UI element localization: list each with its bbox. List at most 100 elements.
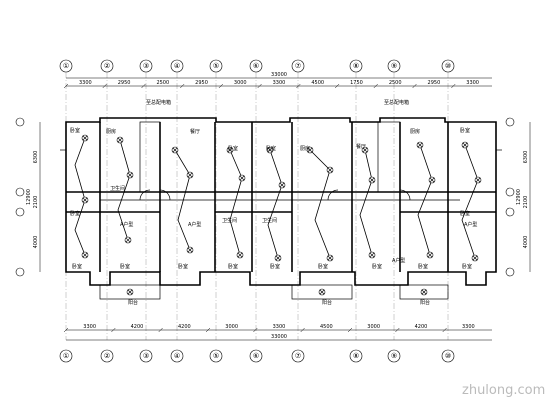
room-label: 卧室 [178,263,188,270]
side-dimension-value: 4000 [523,236,529,249]
ceiling-light-icon [226,146,234,154]
axis-bubble [291,59,305,73]
room-label: 卧室 [460,210,470,217]
axis-label: ② [104,62,110,70]
side-dimension-value: 6300 [523,151,529,164]
side-dimension-value: 2100 [33,196,39,209]
dimension-tick [300,327,305,333]
axis-bubble [387,349,401,363]
dimension-tick [102,83,107,89]
ceiling-light-icon [126,171,134,179]
ceiling-light-icon [116,136,124,144]
dimension-value: 3300 [466,80,479,86]
ceiling-light-icon [171,146,179,154]
room-label: 厨房 [300,145,310,152]
ceiling-light-icon [278,181,286,189]
ceiling-light-icon [426,251,434,259]
room-label: 阳台 [420,299,430,306]
dimension-tick [373,83,378,89]
room-labels: 卧室卧室卧室厨房卫生间卧室卧室餐厅卧室卧室卫生间卫生间卧室卧室厨房卧室餐厅卧室厨… [70,99,477,306]
side-axis-bubble [15,207,25,217]
axis-bubble [249,349,263,363]
room-label: 卫生间 [262,217,277,224]
ceiling-light-icon [368,176,376,184]
axis-bubble [209,59,223,73]
dimension-tick [296,83,301,89]
axis-label: ④ [174,352,180,360]
axis-bubble [249,59,263,73]
ceiling-light-icon [474,176,482,184]
axis-label: ① [63,62,69,70]
axis-label: ⑥ [253,352,259,360]
room-label: 卧室 [418,263,428,270]
axis-bubble [349,59,363,73]
ceiling-light-icon [124,236,132,244]
room-label: 卧室 [266,145,276,152]
dimension-tick [218,83,224,89]
room-label: 卫生间 [222,217,237,224]
ceiling-light-icon [428,176,436,184]
room-label: 卧室 [120,263,130,270]
side-dimension-total: 12900 [26,189,32,205]
room-label: 至总配电箱 [384,99,409,106]
axis-bubble [59,59,73,73]
side-axis-bubble [15,117,25,127]
dimension-tick [63,83,69,89]
axis-bubble [387,59,401,73]
dimension-value: 3000 [225,324,238,330]
room-label: 卧室 [70,210,80,217]
room-label: 阳台 [128,299,138,306]
dimension-value: 4200 [178,324,191,330]
axis-label: ① [63,352,69,360]
axis-bubble [291,349,305,363]
dimension-value: 3000 [367,324,380,330]
ceiling-light-icon [236,251,244,259]
axis-label: ⑨ [391,62,397,70]
ceiling-light-icon [326,254,334,262]
room-label: 卧室 [228,145,238,152]
room-label: A户型 [120,221,133,228]
room-label: A户型 [188,221,201,228]
dimension-value: 1750 [350,80,363,86]
ceiling-light-icon [326,166,334,174]
dimension-value: 4200 [415,324,428,330]
room-label: 厨房 [410,128,420,135]
axis-grid-lines [65,72,449,340]
room-label: 阳台 [322,299,332,306]
dimension-tick [347,327,353,333]
room-label: 餐厅 [356,143,366,150]
side-axis-bubble [505,117,515,127]
ceiling-light-icon [186,246,194,254]
axis-bubble [170,59,184,73]
axis-bubble [349,349,363,363]
axis-label: ⑩ [445,352,451,360]
side-axis-bubble [505,207,515,217]
dimension-tick [205,327,211,333]
dimension-tick [395,327,400,333]
side-dimension-total: 12900 [516,189,522,205]
side-axis-bubble [15,187,25,197]
room-label: 卧室 [372,263,382,270]
axis-bubble [441,349,455,363]
axis-bubble [209,349,223,363]
room-label: 卧室 [318,263,328,270]
side-dimension-value: 2100 [523,196,529,209]
axis-label: ③ [143,352,149,360]
room-label: 卫生间 [110,185,125,192]
dimension-tick [334,83,340,89]
building-walls [60,117,502,300]
dimension-tick [111,327,116,333]
dimension-tick [257,83,262,89]
dimension-total: 33000 [271,72,287,78]
room-label: 至总配电箱 [146,99,171,106]
room-label: A户型 [464,221,477,228]
ceiling-light-icon [126,288,134,296]
dimension-tick [442,327,447,333]
dimension-value: 2500 [156,80,169,86]
axis-bubble [139,59,153,73]
ceiling-light-icon [186,171,194,179]
